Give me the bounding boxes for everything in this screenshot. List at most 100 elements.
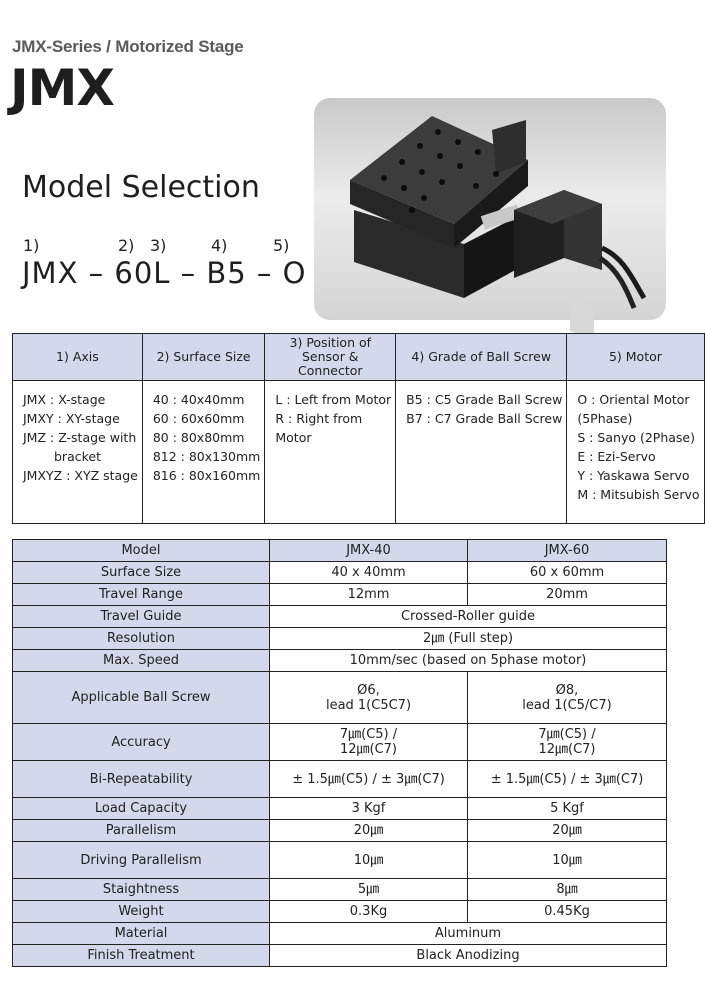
list-item: L : Left from Motor xyxy=(275,392,392,407)
row-label: Travel Range xyxy=(12,583,270,606)
axis-header: 1) Axis xyxy=(12,333,143,381)
model-code: JMX – 60L – B5 – O xyxy=(22,256,307,290)
list-item: B7 : C7 Grade Ball Screw xyxy=(406,411,563,426)
table-row: Driving Parallelism 10㎛ 10㎛ xyxy=(12,841,667,879)
list-item: Y : Yaskawa Servo xyxy=(577,468,690,483)
axis-options: JMX : X-stage JMXY : XY-stage JMZ : Z-st… xyxy=(12,380,143,524)
row-label: Bi-Repeatability xyxy=(12,760,270,798)
table-row: Load Capacity 3 Kgf 5 Kgf xyxy=(12,797,667,820)
row-label: Applicable Ball Screw xyxy=(12,671,270,724)
table-row: Finish Treatment Black Anodizing xyxy=(12,944,667,967)
model-a: JMX-40 xyxy=(269,539,468,562)
list-item: 80 : 80x80mm xyxy=(152,430,245,445)
code-number-1: 1) xyxy=(23,236,40,255)
value-line: 12㎛(C7) xyxy=(538,742,596,757)
value-a: 40 x 40mm xyxy=(269,561,468,584)
value-a: 3 Kgf xyxy=(269,797,468,820)
value-b: 60 x 60mm xyxy=(467,561,667,584)
list-item: JMZ : Z-stage with xyxy=(23,430,137,445)
list-item: (5Phase) xyxy=(577,411,633,426)
table-row: Bi-Repeatability ± 1.5㎛(C5) / ± 3㎛(C7) ±… xyxy=(12,760,667,798)
value-line: 12㎛(C7) xyxy=(339,742,398,757)
list-item: 816 : 80x160mm xyxy=(152,468,261,483)
value-line: lead 1(C5/C7) xyxy=(522,697,612,713)
value-a: 7㎛(C5) / 12㎛(C7) xyxy=(269,723,468,761)
table-row: Max. Speed 10mm/sec (based on 5phase mot… xyxy=(12,649,667,672)
table-row: Surface Size 40 x 40mm 60 x 60mm xyxy=(12,561,667,584)
value-a: 5㎛ xyxy=(269,878,468,901)
table-row: Parallelism 20㎛ 20㎛ xyxy=(12,819,667,842)
brand-logo: JMX xyxy=(10,59,115,117)
value-b: 5 Kgf xyxy=(467,797,667,820)
table-row: Accuracy 7㎛(C5) / 12㎛(C7) 7㎛(C5) / 12㎛(C… xyxy=(12,723,667,761)
list-item: JMX : X-stage xyxy=(23,392,106,407)
list-item: E : Ezi-Servo xyxy=(577,449,656,464)
list-item: 812 : 80x130mm xyxy=(152,449,261,464)
row-label: Staightness xyxy=(12,878,270,901)
surface-size-header: 2) Surface Size xyxy=(141,333,266,381)
value-line: lead 1(C5C7) xyxy=(325,697,412,713)
sensor-position-header: 3) Position of Sensor & Connector xyxy=(264,333,397,381)
value-line: Ø8, xyxy=(555,682,579,698)
model-selection-table: 1) Axis 2) Surface Size 3) Position of S… xyxy=(12,333,705,524)
product-photo xyxy=(314,98,666,339)
row-label: Surface Size xyxy=(12,561,270,584)
model-b: JMX-60 xyxy=(467,539,667,562)
list-item: JMXY : XY-stage xyxy=(23,411,120,426)
table-row: Travel Range 12mm 20mm xyxy=(12,583,667,606)
list-item: O : Oriental Motor xyxy=(577,392,690,407)
value-both: Crossed-Roller guide xyxy=(269,605,667,628)
code-number-3: 3) xyxy=(150,236,167,255)
value-a: 20㎛ xyxy=(269,819,468,842)
value-line: 7㎛(C5) / xyxy=(339,727,398,742)
row-label: Driving Parallelism xyxy=(12,841,270,879)
section-title: Model Selection xyxy=(22,170,260,205)
list-item: S : Sanyo (2Phase) xyxy=(577,430,696,445)
row-label: Accuracy xyxy=(12,723,270,761)
model-label: Model xyxy=(12,539,270,562)
row-label: Resolution xyxy=(12,627,270,650)
table-row: Model JMX-40 JMX-60 xyxy=(12,539,667,562)
table-row: Travel Guide Crossed-Roller guide xyxy=(12,605,667,628)
value-both: Aluminum xyxy=(269,922,667,945)
ball-screw-grade-header: 4) Grade of Ball Screw xyxy=(395,333,568,381)
list-item: M : Mitsubish Servo xyxy=(577,487,700,502)
list-item: Motor xyxy=(275,430,312,445)
row-label: Parallelism xyxy=(12,819,270,842)
table-row: Resolution 2㎛ (Full step) xyxy=(12,627,667,650)
sensor-position-options: L : Left from Motor R : Right from Motor xyxy=(264,380,397,524)
value-b: ± 1.5㎛(C5) / ± 3㎛(C7) xyxy=(467,760,667,798)
stage-illustration xyxy=(350,116,647,339)
list-item: B5 : C5 Grade Ball Screw xyxy=(406,392,563,407)
code-number-5: 5) xyxy=(273,236,290,255)
series-title: JMX-Series / Motorized Stage xyxy=(12,37,244,56)
table-row: Applicable Ball Screw Ø6, lead 1(C5C7) Ø… xyxy=(12,671,667,724)
value-b: 8㎛ xyxy=(467,878,667,901)
table-row: Staightness 5㎛ 8㎛ xyxy=(12,878,667,901)
list-item: 40 : 40x40mm xyxy=(152,392,245,407)
surface-size-options: 40 : 40x40mm 60 : 60x60mm 80 : 80x80mm 8… xyxy=(141,380,266,524)
row-label: Load Capacity xyxy=(12,797,270,820)
value-a: Ø6, lead 1(C5C7) xyxy=(269,671,468,724)
value-line: 7㎛(C5) / xyxy=(538,727,596,742)
list-item: JMXYZ : XYZ stage xyxy=(23,468,138,483)
list-item: R : Right from xyxy=(275,411,363,426)
row-label: Weight xyxy=(12,900,270,923)
value-both: Black Anodizing xyxy=(269,944,667,967)
value-a: 12mm xyxy=(269,583,468,606)
value-a: 0.3Kg xyxy=(269,900,468,923)
code-number-2: 2) xyxy=(118,236,135,255)
row-label: Travel Guide xyxy=(12,605,270,628)
motor-options: O : Oriental Motor (5Phase) S : Sanyo (2… xyxy=(566,380,705,524)
motor-header: 5) Motor xyxy=(566,333,705,381)
value-both: 2㎛ (Full step) xyxy=(269,627,667,650)
ball-screw-grade-options: B5 : C5 Grade Ball Screw B7 : C7 Grade B… xyxy=(395,380,568,524)
value-a: ± 1.5㎛(C5) / ± 3㎛(C7) xyxy=(269,760,468,798)
value-b: 20㎛ xyxy=(467,819,667,842)
row-label: Max. Speed xyxy=(12,649,270,672)
list-item: 60 : 60x60mm xyxy=(152,411,245,426)
row-label: Material xyxy=(12,922,270,945)
value-b: 20mm xyxy=(467,583,667,606)
value-b: Ø8, lead 1(C5/C7) xyxy=(467,671,667,724)
specification-table: Model JMX-40 JMX-60 Surface Size 40 x 40… xyxy=(12,539,667,967)
